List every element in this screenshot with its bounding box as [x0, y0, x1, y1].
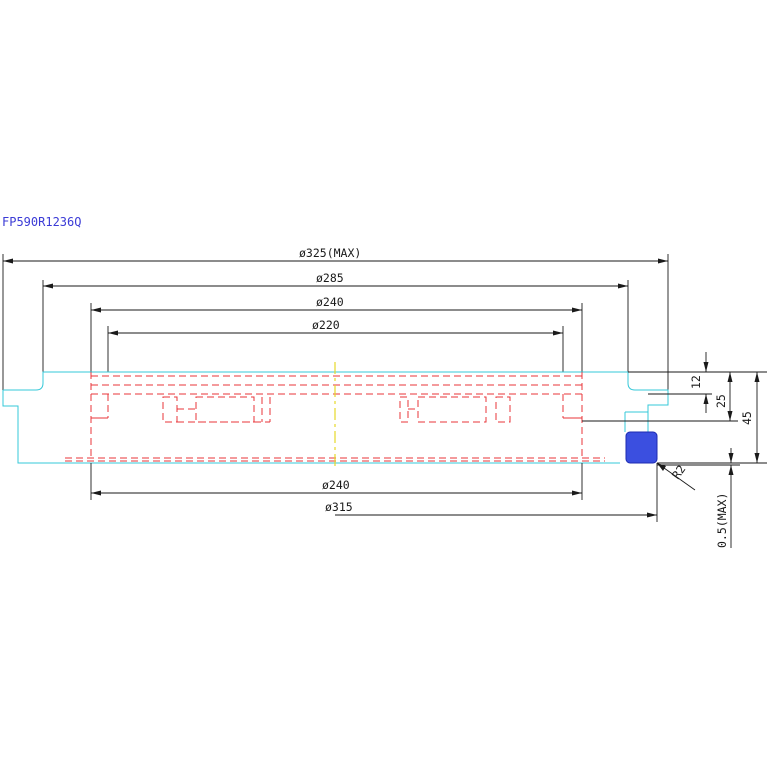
dimension-label-240-top: ø240 [316, 295, 344, 309]
dimension-label-220: ø220 [312, 318, 340, 332]
dimension-outer-max: ø325(MAX) [2, 246, 669, 405]
part-number-label: FP590R1236Q [2, 215, 81, 229]
dimension-height-12: 12 [628, 352, 767, 413]
dimension-height-45: 45 [657, 372, 767, 464]
dimension-220: ø220 [107, 318, 564, 372]
dimension-label-outer-max: ø325(MAX) [299, 246, 361, 260]
dimension-radius: R2 [656, 462, 696, 491]
dimension-label-12: 12 [689, 375, 703, 389]
dimension-label-radius: R2 [669, 462, 688, 481]
dimension-label-240-bottom: ø240 [322, 478, 350, 492]
part-outline [2, 371, 669, 464]
hidden-features [65, 372, 605, 462]
dimension-label-tolerance: 0.5(MAX) [715, 493, 729, 548]
dimension-label-315: ø315 [325, 500, 353, 514]
dimension-label-45: 45 [740, 411, 754, 425]
seal-ring-section [625, 431, 658, 464]
dimension-label-285: ø285 [316, 271, 344, 285]
dimension-315: ø315 [325, 463, 658, 522]
dimension-240-bottom: ø240 [90, 463, 583, 500]
dimension-tolerance: 0.5(MAX) [657, 448, 740, 548]
dimension-height-25: 25 [582, 372, 738, 422]
drawing-area [0, 215, 767, 550]
dimension-285: ø285 [42, 271, 629, 372]
dimension-label-25: 25 [714, 394, 728, 408]
dimension-240-top: ø240 [90, 295, 583, 372]
